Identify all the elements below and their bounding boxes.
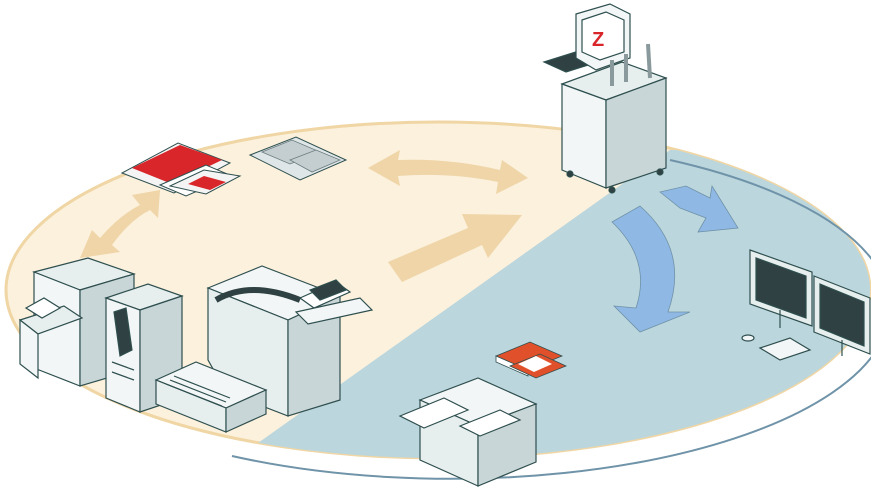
workstation-logo-text: Z — [592, 29, 604, 51]
workstation-cart: Z — [544, 4, 666, 193]
